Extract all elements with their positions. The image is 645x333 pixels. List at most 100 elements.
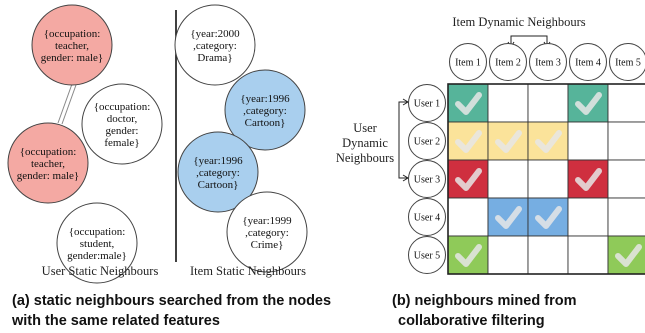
item-node: {year:1996,category:Cartoon} [177, 131, 259, 213]
item-dynamic-bracket [510, 35, 548, 46]
user-header-circle [408, 160, 446, 198]
item-header-label: Item 5 [615, 58, 641, 69]
check-icon [455, 130, 482, 153]
item-node-text: ,category: [245, 227, 289, 239]
matrix-cell [607, 159, 645, 199]
user-node-circle [31, 4, 113, 86]
check-icon [495, 130, 522, 153]
check-icon [535, 206, 562, 229]
item-node-text: Cartoon} [245, 117, 286, 129]
user-static-label: User Static Neighbours [42, 264, 159, 278]
user-node-text: teacher, [55, 40, 89, 52]
item-node-text: {year:1996 [240, 93, 290, 105]
user-node-text: female} [104, 137, 139, 149]
matrix-cell [487, 235, 529, 275]
matrix-cell-checked [607, 235, 645, 275]
user-node: {occupation:teacher,gender: male} [7, 122, 89, 204]
matrix-cell-checked [487, 197, 529, 237]
user-node-circle [81, 83, 163, 165]
check-icon [575, 168, 602, 191]
item-header-circle [489, 43, 527, 81]
user-node-text: {occupation: [69, 226, 126, 238]
user-header-label: User 3 [414, 175, 440, 186]
matrix-cell [567, 235, 609, 275]
item-node: {year:1999,category:Crime} [226, 191, 308, 273]
check-icon [455, 168, 482, 191]
user-header-label: User 5 [414, 251, 440, 262]
user-header-circle [408, 84, 446, 122]
item-node: {year:1996,category:Cartoon} [224, 69, 306, 151]
item-node-circle [174, 4, 256, 86]
matrix-cell-checked [527, 121, 569, 161]
matrix-cell-checked [527, 197, 569, 237]
matrix-cell [487, 159, 529, 199]
user-node-text: doctor, [107, 113, 138, 125]
matrix-cell [607, 197, 645, 237]
item-node-circle [177, 131, 259, 213]
user-node-text: gender:male} [67, 250, 127, 262]
user-header-label: User 4 [414, 213, 440, 224]
item-node-text: {year:2000 [190, 28, 240, 40]
item-static-label: Item Static Neighbours [190, 264, 306, 278]
item-header-circle [609, 43, 645, 81]
item-header-circle [529, 43, 567, 81]
item-header-label: Item 3 [535, 58, 561, 69]
item-node-text: Cartoon} [198, 179, 239, 191]
item-header-circle [569, 43, 607, 81]
item-headers: Item 1 Item 2 Item 3 Item 4 Item 5 [449, 43, 645, 81]
side-arrow-bottom [402, 174, 409, 182]
matrix-cell [527, 159, 569, 199]
user-static-link [57, 83, 77, 125]
item-header-label: Item 2 [495, 58, 521, 69]
check-icon [495, 206, 522, 229]
matrix-cell [447, 197, 489, 237]
user-header-circle [408, 198, 446, 236]
user-node-text: teacher, [31, 158, 65, 170]
item-node-text: {year:1999 [242, 215, 292, 227]
user-header-circle [408, 122, 446, 160]
user-dynamic-label-line-3: Neighbours [336, 151, 394, 165]
user-node-text: gender: male} [17, 170, 79, 182]
user-dynamic-label-line-2: Dynamic [342, 136, 388, 150]
user-node-text: student, [80, 238, 115, 250]
matrix-cell [487, 83, 529, 123]
item-node-text: ,category: [243, 105, 287, 117]
side-arrow-top [402, 98, 409, 106]
matrix-cell-checked [447, 121, 489, 161]
caption-b-line-2: collaborative filtering [398, 313, 545, 329]
matrix-cell [567, 197, 609, 237]
user-node-text: gender: male} [41, 52, 103, 64]
check-icon [535, 130, 562, 153]
user-node-circle [56, 202, 138, 284]
user-node-text: gender: [106, 125, 139, 137]
user-node: {occupation:doctor,gender:female} [81, 83, 163, 165]
user-node-text: {occupation: [94, 101, 151, 113]
matrix-cell [527, 83, 569, 123]
user-dynamic-bracket [398, 101, 407, 179]
check-icon [455, 244, 482, 267]
check-icon [575, 92, 602, 115]
matrix-cell-checked [567, 159, 609, 199]
user-node-circle [7, 122, 89, 204]
user-node: {occupation:student,gender:male} [56, 202, 138, 284]
matrix-border [447, 83, 645, 275]
caption-b-line-1: (b) neighbours mined from [392, 293, 576, 309]
matrix-cell-checked [447, 235, 489, 275]
item-node-text: Drama} [197, 52, 232, 64]
static-neighbour-nodes: {occupation:teacher,gender: male}{occupa… [7, 4, 308, 284]
item-node-text: ,category: [196, 167, 240, 179]
interaction-matrix [447, 83, 645, 275]
item-header-label: Item 1 [455, 58, 481, 69]
item-header-circle [449, 43, 487, 81]
matrix-cell [527, 235, 569, 275]
user-dynamic-label-line-1: User [353, 121, 377, 135]
user-header-label: User 2 [414, 137, 440, 148]
matrix-cell [567, 121, 609, 161]
item-header-label: Item 4 [575, 58, 601, 69]
matrix-cell-checked [487, 121, 529, 161]
item-dynamic-label: Item Dynamic Neighbours [452, 15, 585, 29]
item-node-text: Crime} [251, 239, 284, 251]
matrix-cell-checked [447, 159, 489, 199]
item-node-circle [224, 69, 306, 151]
